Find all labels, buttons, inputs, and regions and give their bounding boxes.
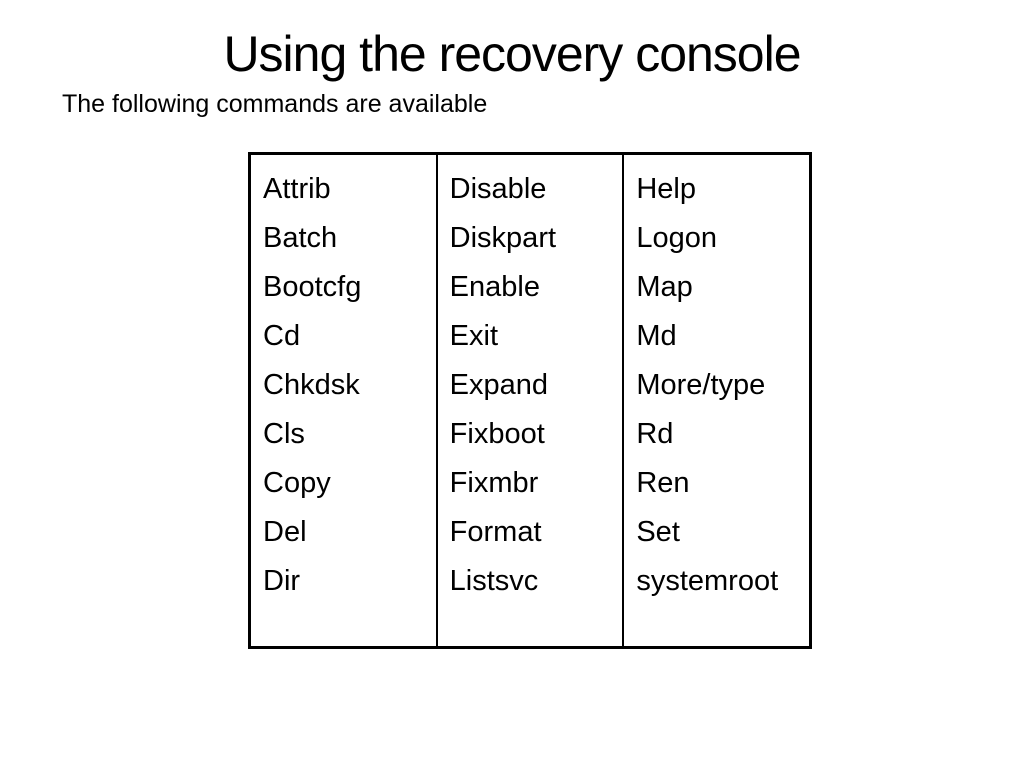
- command-item: Del: [263, 516, 307, 548]
- command-item: Dir: [263, 565, 301, 597]
- command-item: Ren: [636, 467, 690, 499]
- command-item: Rd: [636, 418, 674, 450]
- command-item: Fixboot: [449, 418, 545, 450]
- command-item: Exit: [449, 320, 499, 352]
- command-item: Logon: [636, 222, 717, 254]
- command-item: Chkdsk: [263, 369, 360, 401]
- page-title: Using the recovery console: [223, 26, 801, 82]
- command-item: Enable: [449, 271, 540, 303]
- command-item: systemroot: [636, 565, 779, 597]
- command-item: Map: [636, 271, 693, 303]
- command-item: Md: [636, 320, 677, 352]
- command-item: Diskpart: [449, 222, 557, 254]
- command-item: Fixmbr: [449, 467, 539, 499]
- command-item: Format: [449, 516, 542, 548]
- command-item: Bootcfg: [263, 271, 362, 303]
- command-item: Copy: [263, 467, 331, 499]
- command-item: Set: [636, 516, 680, 548]
- command-item: More/type: [636, 369, 766, 401]
- command-item: Listsvc: [449, 565, 539, 597]
- command-item: Batch: [263, 222, 338, 254]
- command-item: Cls: [263, 418, 305, 450]
- command-item: Disable: [449, 173, 547, 205]
- slide-subtitle: The following commands are available: [62, 90, 488, 118]
- command-item: Expand: [449, 369, 549, 401]
- command-item: Help: [636, 173, 696, 205]
- command-item: Attrib: [263, 173, 331, 205]
- command-item: Cd: [263, 320, 301, 352]
